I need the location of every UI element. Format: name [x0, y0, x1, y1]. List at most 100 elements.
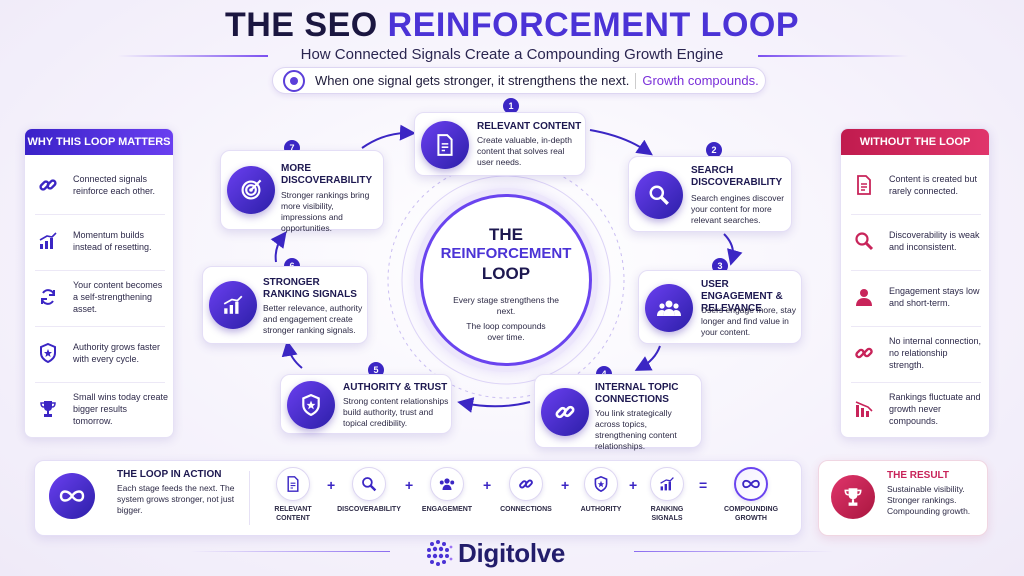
- step-number: 1: [503, 98, 519, 114]
- divider: [35, 270, 165, 271]
- list-item: Your content becomes a self-strengthenin…: [35, 277, 169, 317]
- list-item: Small wins today create bigger results t…: [35, 389, 169, 429]
- tagline-accent: Growth compounds.: [642, 73, 759, 88]
- search-icon: [635, 171, 683, 219]
- broken-link-icon: [851, 340, 877, 366]
- link-icon: [509, 467, 543, 501]
- document-icon: [851, 172, 877, 198]
- divider: [35, 382, 165, 383]
- divider: [635, 72, 637, 89]
- loop-card-authority-trust: AUTHORITY & TRUST Strong content relatio…: [280, 374, 452, 434]
- loop-card-user-engagement: USER ENGAGEMENT & RELEVANCE Users engage…: [638, 270, 802, 344]
- users-icon: [645, 284, 693, 332]
- document-pen-icon: [276, 467, 310, 501]
- divider: [35, 326, 165, 327]
- chart-down-icon: [851, 396, 877, 422]
- divider: [851, 270, 981, 271]
- result-text: Sustainable visibility. Stronger ranking…: [887, 484, 971, 516]
- without-loop-panel: WITHOUT THE LOOP Content is created but …: [840, 128, 990, 438]
- flow-step: AUTHORITY: [573, 467, 629, 514]
- flow-step: RELEVANT CONTENT: [265, 467, 321, 523]
- shield-star-icon: [584, 467, 618, 501]
- list-item: Content is created but rarely connected.: [851, 165, 985, 205]
- infinity-icon: [734, 467, 768, 501]
- brand-name: Digitolve: [458, 538, 566, 568]
- loop-in-action-title: THE LOOP IN ACTION: [117, 469, 222, 480]
- search-icon: [851, 228, 877, 254]
- center-text-2: The loop compounds over time.: [466, 321, 546, 342]
- shield-star-icon: [35, 340, 61, 366]
- divider: [851, 382, 981, 383]
- bar-chart-icon: [650, 467, 684, 501]
- user-icon: [851, 284, 877, 310]
- footer-rule-right: [634, 551, 834, 552]
- users-icon: [430, 467, 464, 501]
- list-item: Discoverability is weak and inconsistent…: [851, 221, 985, 261]
- tagline-pill: When one signal gets stronger, it streng…: [272, 67, 766, 94]
- arrow-2-to-3: [723, 233, 743, 266]
- footer-rule-left: [190, 551, 390, 552]
- list-item: Momentum builds instead of resetting.: [35, 221, 169, 261]
- subtitle-rule-right: [758, 55, 908, 57]
- search-icon: [352, 467, 386, 501]
- arrow-4-to-5: [457, 397, 531, 413]
- step-number: 2: [706, 142, 722, 158]
- divider: [851, 326, 981, 327]
- plus-sign: +: [327, 477, 336, 493]
- arrow-3-to-4: [634, 345, 661, 371]
- flow-step: ENGAGEMENT: [417, 467, 477, 514]
- target-icon: [227, 166, 275, 214]
- target-icon: [283, 69, 305, 92]
- brand-logo-icon: [424, 538, 454, 568]
- subtitle-rule-left: [118, 55, 268, 57]
- link-icon: [35, 172, 61, 198]
- loop-card-relevant-content: RELEVANT CONTENT Create valuable, in-dep…: [414, 112, 586, 176]
- divider: [35, 214, 165, 215]
- loop-card-search-discoverability: SEARCH DISCOVERABILITY Search engines di…: [628, 156, 792, 232]
- list-item: No internal connection, no relationship …: [851, 333, 985, 373]
- loop-card-more-discoverability: MORE DISCOVERABILITY Stronger rankings b…: [220, 150, 384, 233]
- equals-sign: =: [699, 477, 708, 493]
- list-item: Connected signals reinforce each other.: [35, 165, 169, 205]
- document-pen-icon: [421, 121, 469, 169]
- link-icon: [541, 388, 589, 436]
- infinity-icon: [49, 473, 95, 519]
- inner-ring: [401, 175, 611, 385]
- divider: [249, 471, 250, 525]
- flow-step: CONNECTIONS: [495, 467, 557, 514]
- loop-in-action-desc: Each stage feeds the next. The system gr…: [117, 483, 235, 515]
- center-hub: THE REINFORCEMENT LOOP Every stage stren…: [420, 194, 592, 366]
- result-title: THE RESULT: [887, 470, 950, 481]
- list-item: Rankings fluctuate and growth never comp…: [851, 389, 985, 429]
- arrow-5-to-6: [281, 340, 303, 369]
- subtitle: How Connected Signals Create a Compoundi…: [300, 46, 724, 63]
- flow-step: RANKING SIGNALS: [641, 467, 693, 523]
- result-panel: THE RESULT Sustainable visibility. Stron…: [818, 460, 988, 536]
- plus-sign: +: [405, 477, 414, 493]
- plus-sign: +: [483, 477, 492, 493]
- bar-chart-icon: [209, 281, 257, 329]
- loop-card-stronger-ranking-signals: STRONGER RANKING SIGNALS Better relevanc…: [202, 266, 368, 344]
- arrow-7-to-1: [361, 124, 416, 149]
- shield-star-icon: [287, 381, 335, 429]
- list-item: Engagement stays low and short-term.: [851, 277, 985, 317]
- center-text-1: Every stage strengthens the next.: [453, 295, 559, 316]
- trophy-icon: [831, 475, 875, 519]
- flow-step: DISCOVERABILITY: [335, 467, 403, 514]
- arrow-1-to-2: [589, 129, 653, 156]
- panel-heading: WITHOUT THE LOOP: [841, 129, 989, 155]
- arrow-6-to-7: [270, 231, 287, 263]
- trophy-icon: [35, 396, 61, 422]
- plus-sign: +: [629, 477, 638, 493]
- flow-step-result: COMPOUNDING GROWTH: [715, 467, 787, 523]
- page-title: THE SEO REINFORCEMENT LOOP: [224, 6, 800, 44]
- tagline-text: When one signal gets stronger, it streng…: [315, 73, 630, 88]
- list-item: Authority grows faster with every cycle.: [35, 333, 169, 373]
- bar-chart-icon: [35, 228, 61, 254]
- loop-in-action-panel: THE LOOP IN ACTION Each stage feeds the …: [34, 460, 802, 536]
- loop-card-internal-topic-connections: INTERNAL TOPIC CONNECTIONS You link stra…: [534, 374, 702, 451]
- divider: [851, 214, 981, 215]
- panel-heading: WHY THIS LOOP MATTERS: [25, 129, 173, 155]
- why-loop-matters-panel: WHY THIS LOOP MATTERS Connected signals …: [24, 128, 174, 438]
- plus-sign: +: [561, 477, 570, 493]
